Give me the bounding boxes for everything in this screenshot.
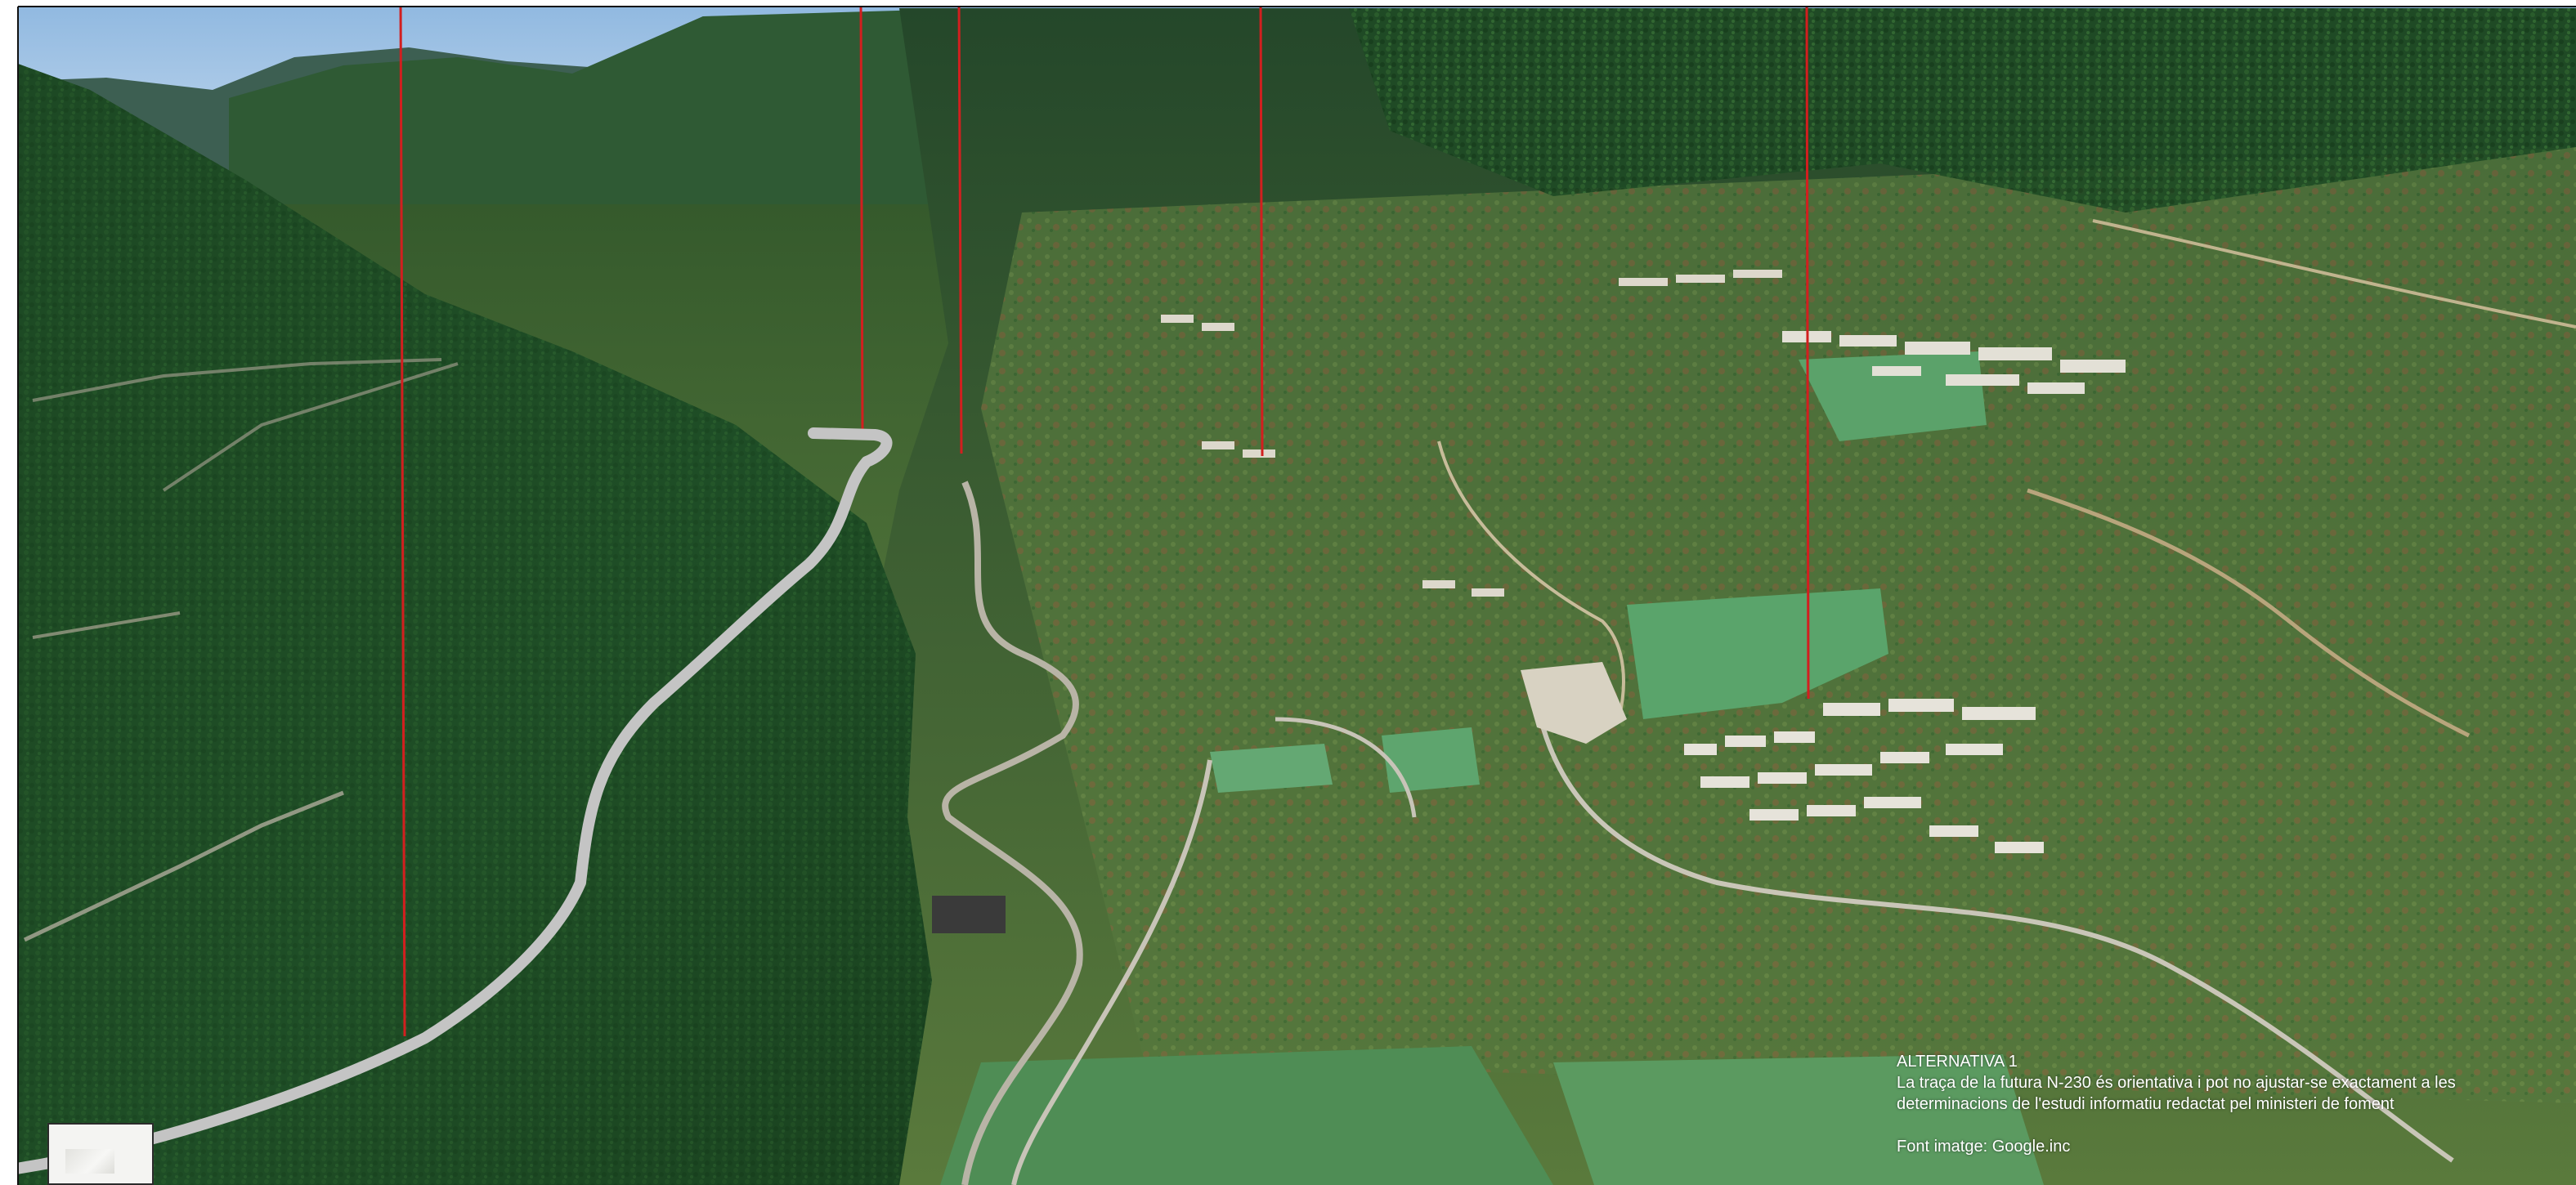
industrial-building (932, 896, 1006, 933)
caption-title: ALTERNATIVA 1 (1897, 1053, 2018, 1071)
upper-right-forest (1349, 8, 2576, 212)
quarry (1521, 662, 1627, 744)
vertical-reference-line (1259, 0, 1264, 457)
mountain-trail (32, 358, 442, 402)
village-upper-right (1782, 331, 2126, 394)
valley-road (1534, 702, 2454, 1163)
clearing (1553, 1054, 2044, 1185)
vertical-reference-line (399, 0, 406, 1037)
valley-road (942, 481, 1083, 1185)
clearing (1382, 727, 1480, 793)
frame-top-margin (0, 0, 2576, 7)
clearing (1799, 351, 1987, 441)
vertical-reference-line (1805, 0, 1810, 700)
mountain-trail (23, 790, 344, 942)
valley-road (1275, 717, 1417, 818)
map-caption: ALTERNATIVA 1 La traça de la futura N-23… (1897, 1051, 2551, 1157)
vertical-reference-line (859, 0, 864, 430)
caption-line-1: La traça de la futura N-230 és orientati… (1897, 1074, 2456, 1092)
mountain-trail (162, 362, 459, 492)
clearing (1210, 744, 1333, 793)
proposed-road-route (11, 427, 893, 1174)
dirt-track (2092, 219, 2576, 329)
caption-spacer (1897, 1115, 2551, 1136)
caption-line-2: determinacions de l'estudi informatiu re… (1897, 1095, 2395, 1113)
left-slope-shade (0, 57, 932, 1185)
valley-road (1011, 759, 1212, 1185)
village-distant (1161, 270, 1782, 597)
caption-source: Font imatge: Google.inc (1897, 1138, 2071, 1156)
map-inset-thumbnail (47, 1123, 154, 1185)
village-center (1684, 699, 2044, 853)
reference-lines (399, 0, 1810, 1037)
clearing (940, 1046, 1553, 1185)
frame-left-margin (0, 0, 18, 1185)
mountain-trail (32, 611, 181, 639)
dirt-track (2027, 488, 2471, 738)
clearing (1627, 588, 1888, 719)
dirt-track (1437, 440, 1625, 720)
vertical-reference-line (957, 0, 963, 454)
